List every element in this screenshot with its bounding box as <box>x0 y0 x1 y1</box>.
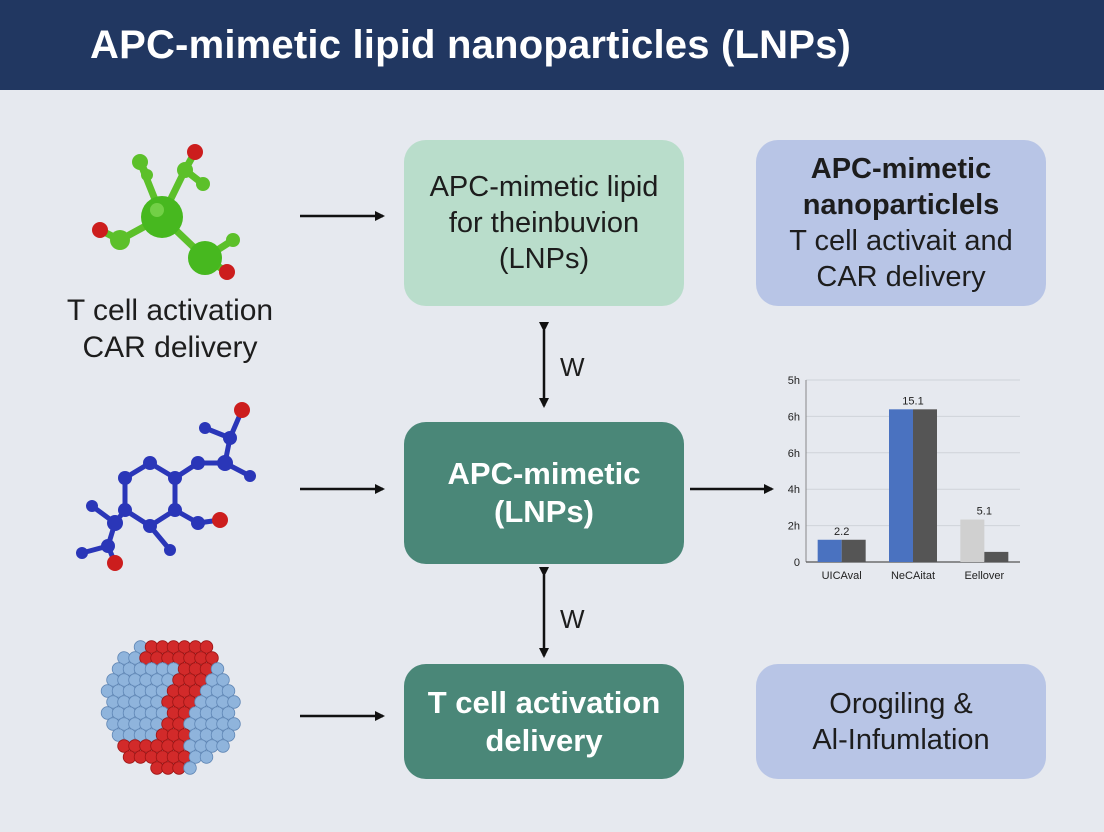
connector-label-lower: W <box>560 604 585 634</box>
box-nanoparticles-summary: APC-mimetic nanoparticlels T cell activa… <box>756 140 1046 306</box>
nanoparticle-blue-sphere <box>210 662 225 676</box>
nanoparticle-blue-sphere <box>221 684 236 698</box>
box-activation-line2: delivery <box>485 722 603 758</box>
box-t-cell-activation: T cell activation delivery <box>404 664 684 779</box>
left-caption-line2: CAR delivery <box>82 331 258 364</box>
box-profiling-line1: Orogiling & <box>829 687 973 720</box>
green-molecule-illustration <box>92 144 240 280</box>
box-profiling: Orogiling & Al-Infumlation <box>756 664 1046 779</box>
chart-x-tick-label: NeCAitat <box>891 570 935 582</box>
box-apc-lipid-line3: (LNPs) <box>498 243 590 275</box>
box-summary-line1: APC-mimetic <box>810 153 992 185</box>
nanoparticle-red-sphere <box>199 640 214 654</box>
chart-bar <box>960 519 985 562</box>
nanoparticle-illustration <box>100 640 241 775</box>
chart-x-tick-label: UICAval <box>822 570 862 582</box>
chart-y-tick-label: 5h <box>788 375 800 387</box>
box-apc-mimetic-lnps: APC-mimetic (LNPs) <box>404 422 684 564</box>
chart-y-tick-label: 4h <box>788 484 800 496</box>
box-apc-lipid-line2: for theinbuvion <box>448 207 640 239</box>
chart-x-tick-label: Eellover <box>964 570 1004 582</box>
nanoparticle-blue-sphere <box>227 695 241 709</box>
box-apc-lipid-line1: APC-mimetic lipid <box>429 171 659 203</box>
page-title: APC-mimetic lipid nanoparticles (LNPs) <box>90 22 852 67</box>
chart-data-label: 15.1 <box>902 395 923 407</box>
chart-y-tick-label: 0 <box>794 557 800 569</box>
box-activation-line1: T cell activation <box>427 684 661 720</box>
nanoparticle-blue-sphere <box>183 761 197 775</box>
left-caption: T cell activation CAR delivery <box>40 292 300 366</box>
nanoparticle-blue-sphere <box>216 673 230 687</box>
box-apc-lipid: APC-mimetic lipid for theinbuvion (LNPs) <box>404 140 684 306</box>
nanoparticle-blue-sphere <box>221 706 236 720</box>
box-summary-line2: nanoparticlels <box>802 189 1000 221</box>
box-lnps-line1: APC-mimetic <box>447 456 641 491</box>
nanoparticle-blue-sphere <box>199 750 214 764</box>
chart-data-label: 5.1 <box>977 506 992 518</box>
chart-bar <box>889 409 913 562</box>
nanoparticle-blue-sphere <box>227 717 241 731</box>
chart-y-tick-label: 2h <box>788 521 800 533</box>
chart-y-tick-label: 6h <box>788 411 800 423</box>
chart-bar <box>913 409 937 562</box>
chart-data-label: 2.2 <box>834 526 849 538</box>
blue-molecule-illustration <box>76 402 256 571</box>
box-lnps-line2: (LNPs) <box>494 494 594 529</box>
box-profiling-line2: Al-Infumlation <box>812 723 990 756</box>
connector-label-upper: W <box>560 352 585 382</box>
chart-bar <box>841 539 866 562</box>
chart-y-tick-label: 6h <box>788 448 800 460</box>
header-bar: APC-mimetic lipid nanoparticles (LNPs) <box>0 0 1104 90</box>
box-summary-line4: CAR delivery <box>816 261 986 293</box>
left-caption-line1: T cell activation <box>66 294 274 327</box>
chart-bar <box>817 539 842 562</box>
nanoparticle-red-sphere <box>205 651 219 665</box>
nanoparticle-blue-sphere <box>216 739 230 753</box>
box-summary-line3: T cell activait and <box>789 225 1013 257</box>
nanoparticle-blue-sphere <box>221 728 236 742</box>
chart-bar <box>984 551 1009 562</box>
